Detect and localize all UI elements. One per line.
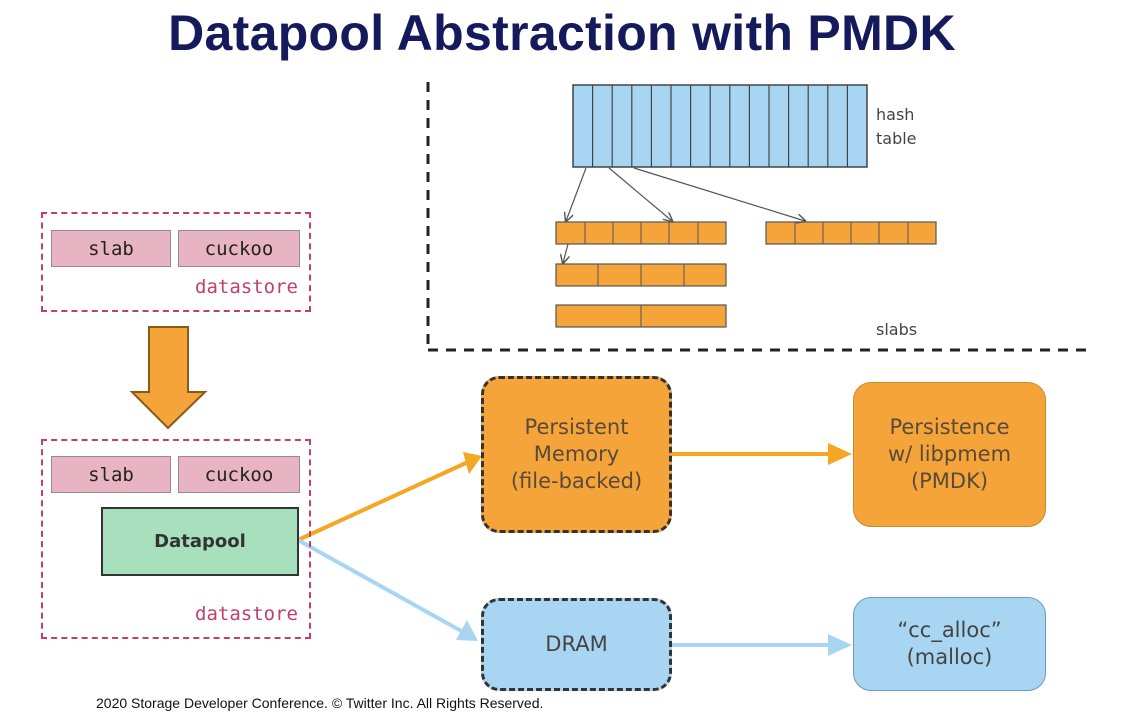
arrow-datapool-to-pmem xyxy=(297,460,469,542)
slabs-label: slabs xyxy=(876,320,918,339)
footer-copyright: 2020 Storage Developer Conference. © Twi… xyxy=(96,695,544,711)
arrow-datapool-to-dram xyxy=(297,538,464,634)
bottom-cuckoo-box: cuckoo xyxy=(178,456,300,493)
slab-row-3 xyxy=(555,263,727,287)
persistent-memory-node: Persistent Memory (file-backed) xyxy=(481,376,672,533)
top-cuckoo-box: cuckoo xyxy=(178,230,300,267)
dram-node: DRAM xyxy=(481,598,672,691)
slab-row-1 xyxy=(555,221,727,245)
slab-row-4 xyxy=(555,304,727,328)
down-arrow xyxy=(129,326,208,430)
top-datastore-label: datastore xyxy=(195,276,298,298)
hash-pointer-1 xyxy=(566,167,587,221)
top-datastore xyxy=(41,212,311,312)
hash-pointer-3 xyxy=(633,167,805,221)
hash-table-label: hash table xyxy=(876,105,917,148)
top-slab-box: slab xyxy=(51,230,171,267)
hash-table xyxy=(572,84,868,168)
slab-chain-pointer xyxy=(563,243,568,263)
slide-title: Datapool Abstraction with PMDK xyxy=(168,5,956,61)
slab-row-2 xyxy=(765,221,937,245)
bottom-slab-box: slab xyxy=(51,456,171,493)
datapool-box: Datapool xyxy=(101,507,299,576)
bottom-datastore xyxy=(41,439,311,639)
bottom-datastore-label: datastore xyxy=(195,603,298,625)
pmdk-node: Persistence w/ libpmem (PMDK) xyxy=(853,382,1046,527)
cc-alloc-node: “cc_alloc” (malloc) xyxy=(853,597,1046,691)
hash-pointer-2 xyxy=(608,167,672,221)
